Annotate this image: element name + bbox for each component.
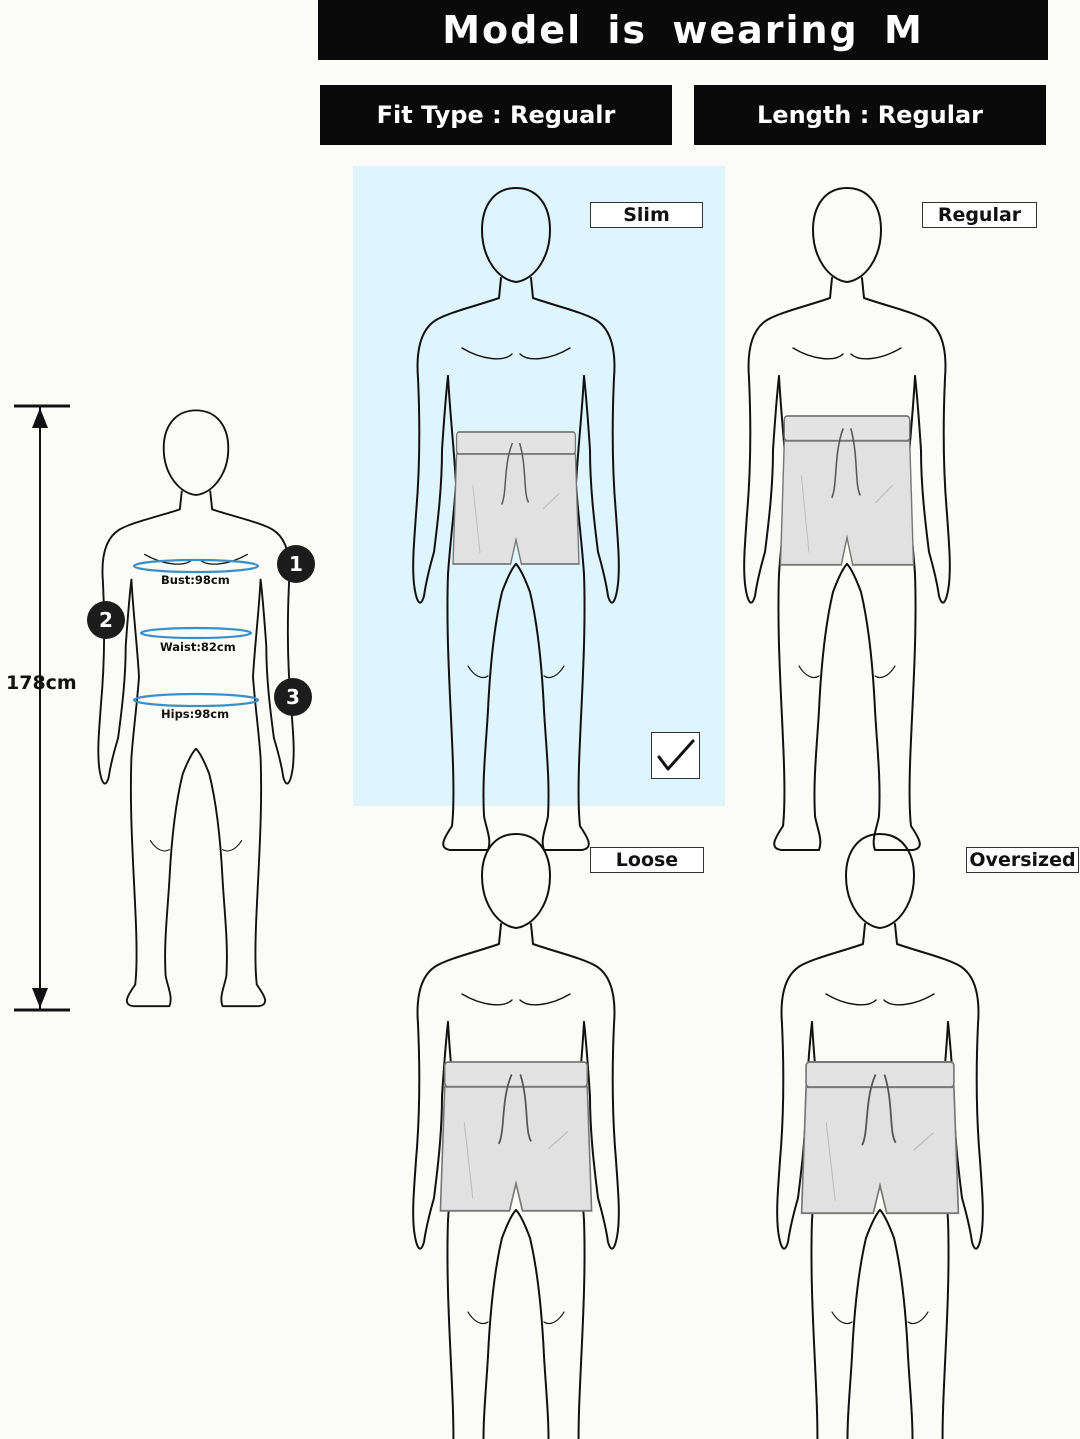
fit-type-badge: Fit Type : Regualr (320, 85, 672, 145)
fit-label-slim: Slim (590, 202, 703, 228)
figure-oversized (776, 833, 984, 1439)
fit-label-regular: Regular (922, 202, 1037, 228)
figure-regular (743, 187, 951, 851)
figure-slim (412, 187, 620, 851)
hips-label: Hips:98cm (161, 707, 230, 721)
bust-label: Bust:98cm (161, 573, 230, 587)
bust-marker: 1 (277, 545, 315, 583)
figure-loose (412, 833, 620, 1439)
fit-label-loose: Loose (590, 847, 704, 873)
length-badge: Length : Regular (694, 85, 1046, 145)
selected-check-box (651, 732, 700, 779)
model-size-banner: Model is wearing M (318, 0, 1048, 60)
model-height-label: 178cm (6, 672, 77, 694)
waist-marker: 2 (87, 601, 125, 639)
hips-marker: 3 (274, 678, 312, 716)
waist-label: Waist:82cm (160, 640, 236, 654)
checkmark-icon (657, 739, 695, 771)
measurement-model (14, 404, 295, 1012)
fit-label-oversized: Oversized (966, 847, 1079, 873)
fit-type-text: Fit Type : Regualr (376, 101, 616, 129)
length-text: Length : Regular (757, 101, 983, 129)
banner-title: Model is wearing M (442, 8, 924, 52)
